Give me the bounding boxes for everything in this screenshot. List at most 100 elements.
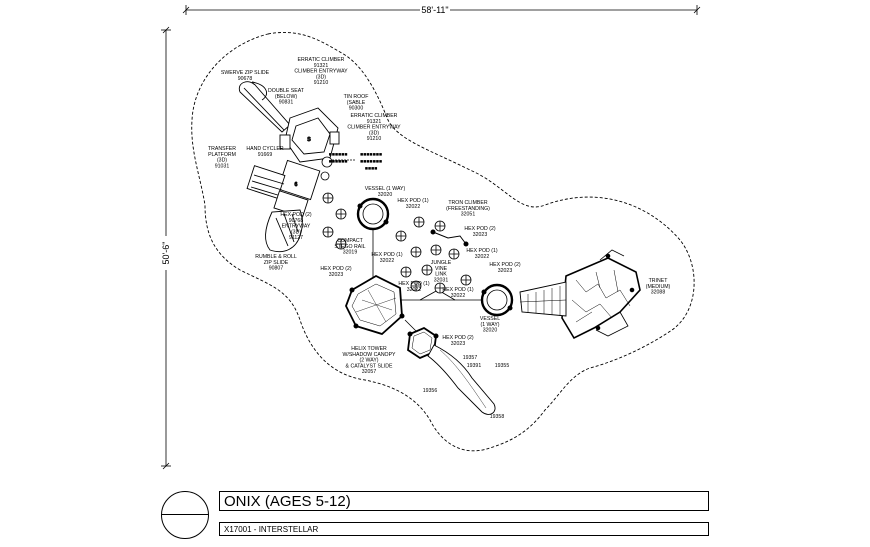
- label-line: ENTRYWAY: [282, 224, 311, 230]
- label-line: COMPACT: [337, 238, 363, 244]
- label-line: 32057: [362, 369, 377, 375]
- label-line: STEGO RAIL: [334, 244, 365, 250]
- label-line: 90807: [269, 266, 284, 272]
- label-double-seat: DOUBLE SEAT(BELOW)90831: [268, 88, 305, 106]
- label-line: HAND CYCLER: [246, 146, 283, 152]
- label-line: 32022: [407, 287, 422, 293]
- label-line: HEX POD (2): [280, 212, 311, 218]
- label-line: (FREESTANDING): [446, 206, 490, 212]
- label-hex-pod-2-right: HEX POD (2)32023: [464, 226, 495, 238]
- label-part-19355: 19355: [495, 363, 510, 369]
- label-line: (3D): [316, 74, 326, 80]
- label-line: 32023: [451, 341, 466, 347]
- label-line: 91127: [289, 235, 303, 241]
- label-line: 32020: [483, 328, 498, 334]
- label-line: TRON CLIMBER: [448, 200, 487, 206]
- central-tower-shape: [345, 274, 405, 336]
- label-line: & CATALYST SLIDE: [346, 363, 393, 369]
- svg-text:■■■■■■: ■■■■■■: [329, 152, 348, 158]
- svg-text:■■■■■■■: ■■■■■■■: [360, 159, 382, 165]
- plan-title: ONIX (AGES 5-12): [224, 493, 351, 510]
- label-line: 32022: [380, 258, 395, 264]
- subtitle-box: X17001 - INTERSTELLAR: [219, 522, 709, 536]
- label-line: HEX POD (1): [397, 198, 428, 204]
- label-line: ERRATIC CLIMBER: [351, 113, 398, 119]
- label-line: HEX POD (2): [489, 262, 520, 268]
- label-line: 32020: [378, 192, 393, 198]
- label-line: 19356: [423, 388, 438, 394]
- label-line: VINE: [435, 266, 448, 272]
- label-line: 32022: [451, 293, 466, 299]
- label-line: 32051: [461, 212, 476, 218]
- label-line: CLIMBER ENTRYWAY: [347, 125, 401, 131]
- svg-text:S: S: [307, 137, 311, 143]
- width-dimension-label: 58'-11": [421, 5, 448, 15]
- label-line: RUMBLE & ROLL: [255, 254, 297, 260]
- label-hex-pod-2-low: HEX POD (2)32023: [442, 335, 473, 347]
- label-line: 32088: [651, 290, 666, 296]
- label-line: SWERVE ZIP SLIDE: [221, 70, 270, 76]
- label-line: HEX POD (1): [398, 281, 429, 287]
- svg-text:■■■■: ■■■■: [365, 166, 378, 172]
- label-vessel-1way-top: VESSEL (1 WAY)32020: [365, 186, 406, 198]
- label-hex-pod-1-low: HEX POD (1)32022: [398, 281, 429, 293]
- vessel-low-shape: [480, 283, 514, 317]
- label-line: 32022: [406, 204, 421, 210]
- label-line: (3D): [217, 158, 227, 164]
- label-line: (BELOW): [275, 94, 297, 100]
- trinet-shape: [519, 249, 641, 340]
- deck-bold-callouts: ■■■■■■ ■■■■■■ ■■■■■■■ ■■■■■■■ ■■■■: [329, 152, 382, 172]
- label-line: HELIX TOWER: [351, 346, 387, 352]
- tron-climber-shape: [430, 229, 469, 247]
- label-line: TIN ROOF: [344, 94, 369, 100]
- label-line: 91210: [367, 136, 382, 142]
- label-tron-climber: TRON CLIMBER(FREESTANDING)32051: [446, 200, 490, 218]
- label-line: 32031: [434, 277, 449, 283]
- label-line: 91321: [367, 119, 382, 125]
- label-line: 90831: [279, 100, 294, 106]
- upper-deck: S: [279, 107, 340, 163]
- label-line: HEX POD (2): [464, 226, 495, 232]
- label-line: CLIMBER ENTRYWAY: [294, 69, 348, 75]
- label-line: LINK: [435, 272, 447, 278]
- label-line: 32023: [498, 268, 513, 274]
- label-line: HEX POD (2): [320, 266, 351, 272]
- swerve-slide-shape: [238, 81, 291, 133]
- logo-circle: [161, 491, 209, 539]
- label-trinet: TRINET(MEDIUM)32088: [646, 278, 671, 296]
- helix-tower-shape: [407, 326, 496, 415]
- label-hex-pod-1-top: HEX POD (1)32022: [397, 198, 428, 210]
- lower-deck: 6: [246, 159, 321, 253]
- label-line: PLATFORM: [208, 152, 236, 158]
- label-line: 91210: [314, 80, 329, 86]
- label-hex-pod-2-left: HEX POD (2)32023: [320, 266, 351, 278]
- label-line: (MEDIUM): [646, 284, 671, 290]
- label-hex-pod-1-mid: HEX POD (1)32022: [371, 252, 402, 264]
- title-box: ONIX (AGES 5-12): [219, 491, 709, 511]
- label-part-19391: 19391: [467, 363, 482, 369]
- label-line: HEX POD (1): [442, 287, 473, 293]
- svg-text:6: 6: [295, 182, 298, 188]
- label-line: 90678: [238, 76, 253, 82]
- vessel-top-shape: [356, 197, 390, 231]
- label-line: 19355: [495, 363, 510, 369]
- label-line: TRINET: [649, 278, 669, 284]
- height-dimension-label: 50'-6": [161, 242, 171, 265]
- label-line: 90300: [349, 106, 364, 112]
- label-line: VESSEL: [480, 316, 500, 322]
- label-line: HEX POD (1): [466, 248, 497, 254]
- label-part-19358: 19358: [490, 414, 505, 420]
- label-line: TRANSFER: [208, 146, 236, 152]
- label-line: 32023: [329, 272, 344, 278]
- label-line: (1 WAY): [480, 322, 499, 328]
